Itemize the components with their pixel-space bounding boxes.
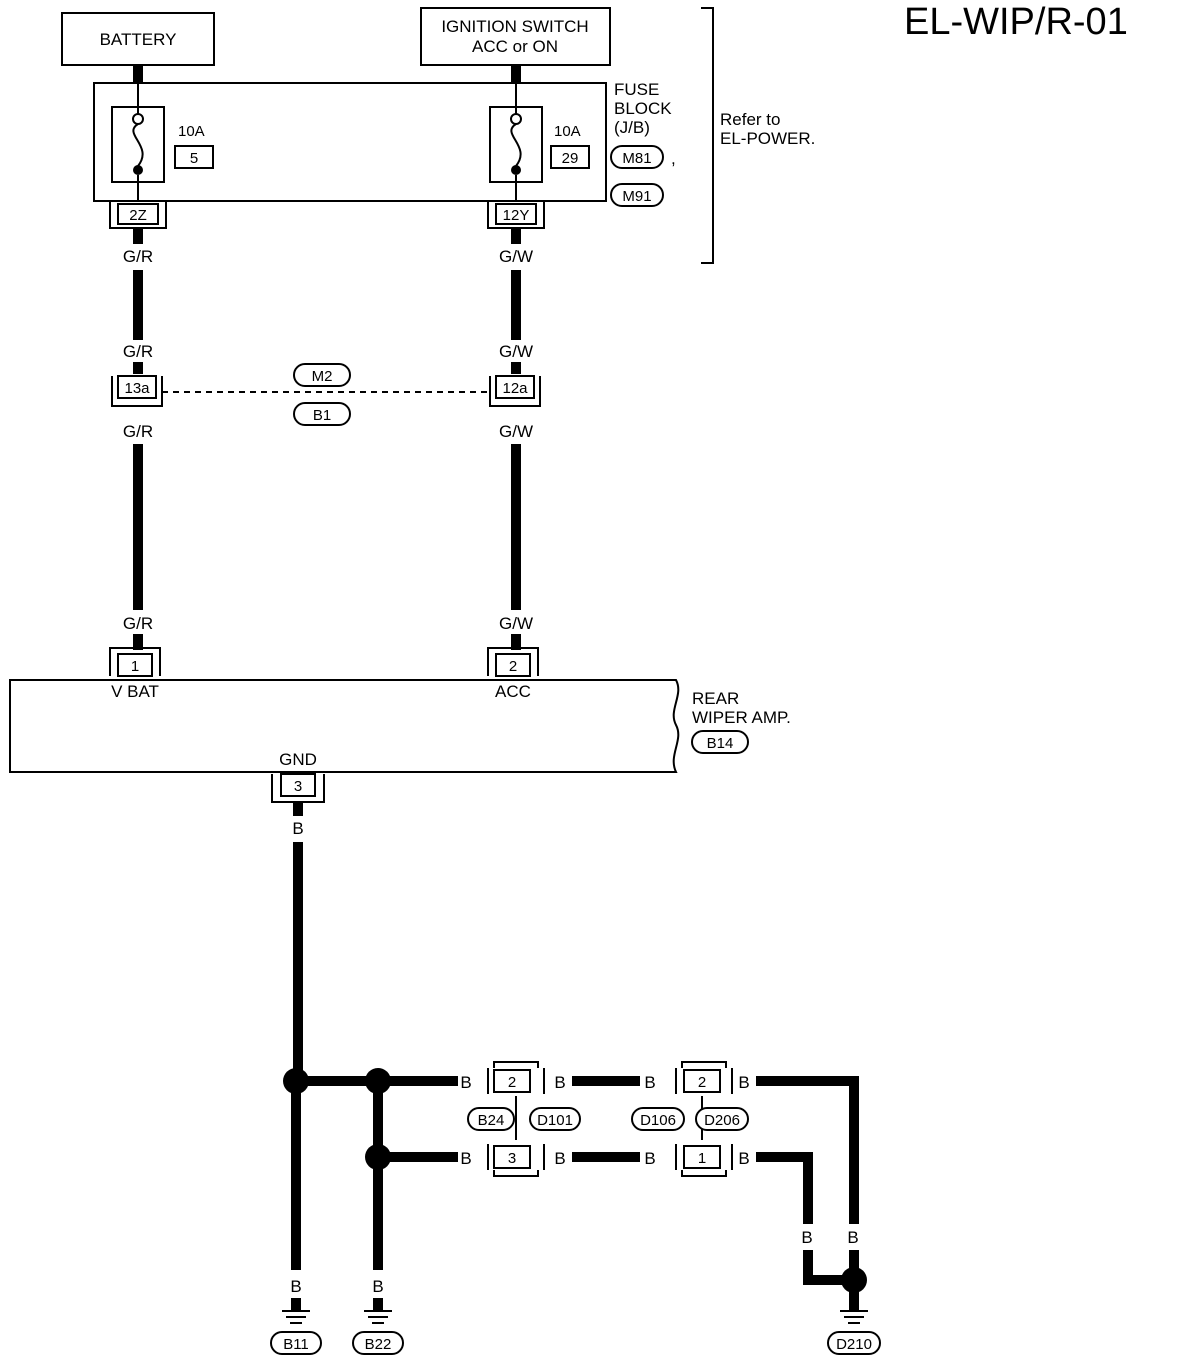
wire-label-gr-2: G/R — [123, 342, 153, 361]
wire-label-b-3: B — [554, 1073, 565, 1092]
connector-d106-label: D106 — [640, 1112, 676, 1129]
terminal-2z: 2Z — [109, 201, 167, 229]
connector-b24-d101: 2 3 — [487, 1061, 545, 1177]
connector-m81-label: M81 — [622, 150, 651, 167]
wire-label-b-9: B — [801, 1228, 812, 1247]
amp-pin-3-label: 3 — [294, 778, 302, 795]
refer-label-line2: EL-POWER. — [720, 129, 815, 148]
wire-label-b-1: B — [460, 1073, 471, 1092]
amp-acc-label: ACC — [495, 682, 531, 701]
diagram-title: EL-WIP/R-01 — [904, 1, 1128, 43]
ground-d210: D210 — [827, 1290, 881, 1355]
conn2-bottom-pin: 1 — [698, 1150, 706, 1167]
amp-pin-2: 2 — [487, 647, 539, 677]
fuse-5-number: 5 — [190, 150, 198, 167]
connector-b14: B14 — [691, 730, 749, 754]
refer-label-line1: Refer to — [720, 110, 780, 129]
wire-label-gr-4: G/R — [123, 614, 153, 633]
connector-m81: M81 — [610, 145, 664, 169]
terminal-12y-label: 12Y — [503, 207, 530, 224]
connector-m2-label: M2 — [312, 368, 333, 385]
wire-label-b-10: B — [847, 1228, 858, 1247]
wire-label-gw-1: G/W — [499, 247, 533, 266]
amp-gnd-label: GND — [279, 750, 317, 769]
wire-label-b-4: B — [554, 1149, 565, 1168]
fuse-29-number: 29 — [562, 150, 579, 167]
connector-b24-label: B24 — [478, 1112, 505, 1129]
fuse-29: 10A 29 — [489, 84, 590, 201]
connector-d206: D206 — [695, 1107, 749, 1131]
joint-13a-label: 13a — [124, 380, 150, 397]
amp-label-line2: WIPER AMP. — [692, 708, 791, 727]
fuse-block-label-line1: FUSE — [614, 80, 659, 99]
connector-comma: , — [671, 149, 676, 168]
conn1-bottom-pin: 3 — [508, 1150, 516, 1167]
fuse-5-rating: 10A — [178, 123, 205, 140]
connector-b14-label: B14 — [707, 735, 734, 752]
connector-b24: B24 — [467, 1107, 515, 1131]
wire-label-gw-2: G/W — [499, 342, 533, 361]
connector-b1: B1 — [293, 402, 351, 426]
conn1-top-pin: 2 — [508, 1074, 516, 1091]
connector-d106: D106 — [631, 1107, 685, 1131]
amp-pin-1-label: 1 — [131, 658, 139, 675]
wire-label-b-g1: B — [290, 1277, 301, 1296]
connector-b1-label: B1 — [313, 407, 331, 424]
amp-vbat-label: V BAT — [111, 682, 159, 701]
wire-label-b-2: B — [460, 1149, 471, 1168]
wire-label-b-g2: B — [372, 1277, 383, 1296]
terminal-12y: 12Y — [487, 201, 545, 229]
wire-label-b-8: B — [738, 1149, 749, 1168]
wire-label-gr-1: G/R — [123, 247, 153, 266]
ignition-switch-box: IGNITION SWITCH ACC or ON — [420, 7, 611, 66]
connector-d206-label: D206 — [704, 1112, 740, 1129]
joint-connector-13a: 13a — [111, 375, 163, 407]
connector-d101-label: D101 — [537, 1112, 573, 1129]
connector-m91-label: M91 — [622, 188, 651, 205]
fuse-block: 10A 5 10A 29 — [93, 82, 607, 202]
conn2-top-pin: 2 — [698, 1074, 706, 1091]
ground-b11-label: B11 — [283, 1336, 309, 1353]
wire-label-b-5: B — [644, 1073, 655, 1092]
ignition-label-line1: IGNITION SWITCH — [441, 17, 588, 36]
rear-wiper-amp: V BAT ACC GND — [9, 679, 680, 773]
ground-b11: B11 — [270, 1298, 322, 1355]
connector-m91: M91 — [610, 183, 664, 207]
fuse-block-label-line2: BLOCK — [614, 99, 672, 118]
ground-b22: B22 — [352, 1298, 404, 1355]
fuse-5: 10A 5 — [111, 84, 214, 201]
connector-m2: M2 — [293, 363, 351, 387]
wire-label-gw-4: G/W — [499, 614, 533, 633]
ground-b22-label: B22 — [365, 1336, 392, 1353]
connector-d106-d206: 2 1 — [675, 1061, 733, 1177]
ground-d210-label: D210 — [836, 1336, 872, 1353]
amp-pin-1: 1 — [109, 647, 161, 677]
splice-4 — [841, 1267, 867, 1293]
fuse-29-rating: 10A — [554, 123, 581, 140]
amp-label-line1: REAR — [692, 689, 739, 708]
battery-box: BATTERY — [61, 12, 215, 66]
wire-label-gw-3: G/W — [499, 422, 533, 441]
joint-connector-12a: 12a — [489, 375, 541, 407]
ignition-label-line2: ACC or ON — [472, 37, 558, 56]
fuse-block-label-line3: (J/B) — [614, 118, 650, 137]
wire-label-b-gnd: B — [292, 819, 303, 838]
amp-pin-2-label: 2 — [509, 658, 517, 675]
wire-label-gr-3: G/R — [123, 422, 153, 441]
amp-pin-3: 3 — [271, 773, 325, 803]
battery-label: BATTERY — [100, 30, 177, 49]
wire-label-b-6: B — [644, 1149, 655, 1168]
terminal-2z-label: 2Z — [129, 207, 147, 224]
joint-12a-label: 12a — [502, 380, 528, 397]
wire-label-b-7: B — [738, 1073, 749, 1092]
connector-d101: D101 — [529, 1107, 581, 1131]
refer-bracket — [701, 7, 714, 264]
